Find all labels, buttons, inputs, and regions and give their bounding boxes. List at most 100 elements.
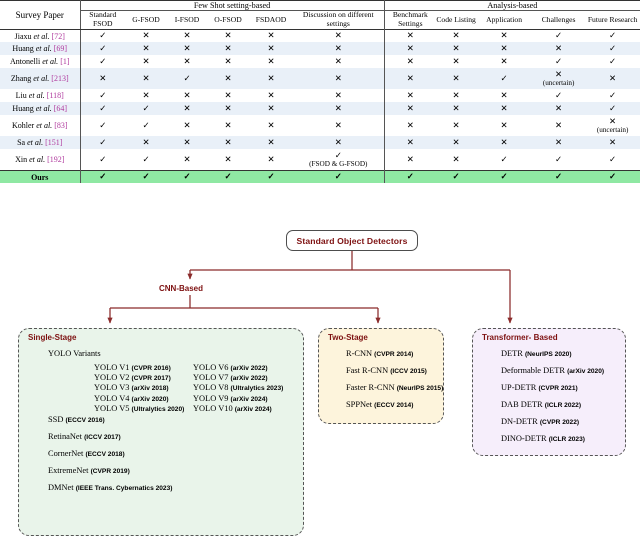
cell-8: ✕ [500, 119, 508, 130]
panel-single-stage[interactable]: Single-Stage [18, 328, 304, 536]
cell-3: ✕ [224, 30, 232, 41]
cell-9: ✓ [555, 55, 563, 66]
item-single-other-4[interactable]: DMNet (IEEE Trans. Cybernatics 2023) [48, 483, 173, 492]
cell-10: ✓ [609, 30, 617, 41]
cell-10: ✓ [609, 89, 617, 100]
cell-6: ✕ [383, 29, 437, 43]
panel-transformer-based[interactable]: Transformer- Based [472, 328, 626, 456]
item-transformer-5[interactable]: DINO-DETR (ICLR 2023) [501, 434, 585, 443]
cell-1: ✓ [142, 153, 150, 164]
cell-7: ✕ [452, 30, 460, 41]
cell-7: ✕ [452, 89, 460, 100]
item-single-other-3[interactable]: ExtremeNet (CVPR 2019) [48, 466, 130, 475]
cell-0: ✓ [79, 102, 125, 116]
item-single-other-0[interactable]: SSD (ECCV 2016) [48, 415, 105, 424]
cell-0: ✓ [79, 42, 125, 56]
item-transformer-1[interactable]: Deformable DETR (arXiv 2020) [501, 366, 605, 375]
item-two-stage-2[interactable]: Faster R-CNN (NeurIPS 2015) [346, 383, 444, 392]
item-two-stage-1[interactable]: Fast R-CNN (ICCV 2015) [346, 366, 427, 375]
cell-10: ✕ [585, 136, 640, 150]
item-yolo-right-2[interactable]: YOLO V8 (Ultralytics 2023) [193, 383, 284, 393]
cell-8: ✕ [476, 102, 533, 116]
item-single-other-2[interactable]: CornerNet (ECCV 2018) [48, 449, 125, 458]
cell-4: ✕ [267, 55, 275, 66]
taxonomy-diagram: Standard Object Detectors CNN-Based Sing… [0, 196, 640, 546]
table-row: Kohler et al. [83]✓✓✕✕✕✕✕✕✕✕✕(uncertain) [0, 115, 640, 137]
item-transformer-4[interactable]: DN-DETR (CVPR 2022) [501, 417, 580, 426]
item-yolo-left-0[interactable]: YOLO V1 (CVPR 2016) [94, 363, 171, 372]
cell-2: ✕ [167, 136, 207, 150]
cell-7: ✕ [452, 119, 460, 130]
cell-5: ✕ [334, 55, 342, 66]
header-col-future-research: Future Research [587, 14, 638, 24]
header-col-challenges: Challenges [541, 14, 576, 24]
cell-2: ✕ [183, 153, 191, 164]
row-label: Xin et al. [192] [15, 155, 65, 165]
cell-1: ✓ [125, 170, 167, 184]
cell-3: ✕ [207, 68, 249, 90]
node-standard-object-detectors[interactable]: Standard Object Detectors [286, 230, 418, 251]
item-two-stage-3[interactable]: SPPNet (ECCV 2014) [346, 400, 414, 409]
cell-8: ✕ [476, 136, 533, 150]
cell-9: ✓ [555, 30, 563, 41]
header-group-analysis: Analysis-based [383, 0, 640, 12]
row-label: Kohler et al. [83] [11, 121, 68, 131]
cell-9: ✕ [532, 42, 586, 56]
header-col-discussion: Discussion on different settings [302, 10, 374, 29]
item-single-other-1[interactable]: RetinaNet (ICCV 2017) [48, 432, 121, 441]
cell-5: ✕ [334, 119, 342, 130]
cell-1: ✕ [125, 136, 167, 150]
item-yolo-variants[interactable]: YOLO Variants [48, 349, 101, 358]
item-two-stage-0[interactable]: R-CNN (CVPR 2014) [346, 349, 414, 358]
item-yolo-right-4[interactable]: YOLO V10 (arXiv 2024) [193, 403, 272, 413]
cell-5: ✕ [293, 42, 385, 56]
cell-1: ✓ [125, 102, 167, 116]
row-label: Huang et al. [64] [0, 102, 80, 116]
cell-8: ✕ [500, 30, 508, 41]
cell-9: ✓ [555, 153, 563, 164]
header-col-g-fsod: G-FSOD [132, 14, 160, 24]
item-yolo-left-3[interactable]: YOLO V4 (arXiv 2020) [94, 393, 169, 403]
table-body: Jiaxu et al. [72]✓✕✕✕✕✕✕✕✕✓✓Huang et al.… [0, 29, 640, 184]
cell-10: ✕ [585, 68, 640, 90]
cell-3: ✕ [207, 102, 249, 116]
cell-8: ✕ [500, 55, 508, 66]
panel-two-stage[interactable]: Two-Stage [318, 328, 444, 424]
cell-0: ✓ [79, 170, 125, 184]
cell-6: ✕ [383, 102, 437, 116]
table-head: Survey Paper Few Shot setting-based Anal… [0, 0, 640, 30]
cell-9: ✓ [532, 170, 586, 184]
item-yolo-right-0[interactable]: YOLO V6 (arXiv 2022) [193, 363, 268, 372]
cell-6: ✕ [383, 55, 437, 69]
item-yolo-left-1[interactable]: YOLO V2 (CVPR 2017) [94, 373, 171, 383]
header-col-fsdaod: FSDAOD [255, 14, 287, 24]
cell-4: ✕ [267, 153, 275, 164]
cell-10: ✓ [585, 102, 640, 116]
item-transformer-0[interactable]: DETR (NeurIPS 2020) [501, 349, 572, 358]
row-label: Sa et al. [151] [0, 136, 80, 150]
cell-0: ✓ [79, 89, 125, 103]
cell-9: ✕ [555, 119, 563, 130]
item-transformer-3[interactable]: DAB DETR (ICLR 2022) [501, 400, 582, 409]
cell-4: ✕ [249, 42, 293, 56]
cell-10: ✓ [585, 170, 640, 184]
item-yolo-left-2[interactable]: YOLO V3 (arXiv 2018) [94, 383, 169, 393]
item-yolo-right-1[interactable]: YOLO V7 (arXiv 2022) [193, 373, 268, 383]
header-group-few-shot: Few Shot setting-based [79, 0, 385, 12]
cell-5: ✕ [293, 136, 385, 150]
cell-10: ✓ [609, 153, 617, 164]
header-col-code-listing: Code Listing [436, 14, 476, 24]
cell-8: ✕ [500, 89, 508, 100]
cell-4: ✕ [249, 68, 293, 90]
node-cnn-based[interactable]: CNN-Based [159, 284, 204, 293]
item-yolo-right-3[interactable]: YOLO V9 (arXiv 2024) [193, 393, 268, 403]
table-row: Xin et al. [192]✓✓✕✕✕✓(FSOD & G-FSOD)✕✕✓… [0, 149, 640, 171]
item-transformer-2[interactable]: UP-DETR (CVPR 2021) [501, 383, 578, 392]
cell-10: ✓ [609, 55, 617, 66]
cell-4: ✕ [249, 136, 293, 150]
item-yolo-left-4[interactable]: YOLO V5 (Ultralytics 2020) [94, 403, 185, 413]
cell-3: ✕ [224, 55, 232, 66]
cell-2: ✕ [183, 55, 191, 66]
cell-2: ✓ [167, 68, 207, 90]
cell-5: ✕ [334, 89, 342, 100]
